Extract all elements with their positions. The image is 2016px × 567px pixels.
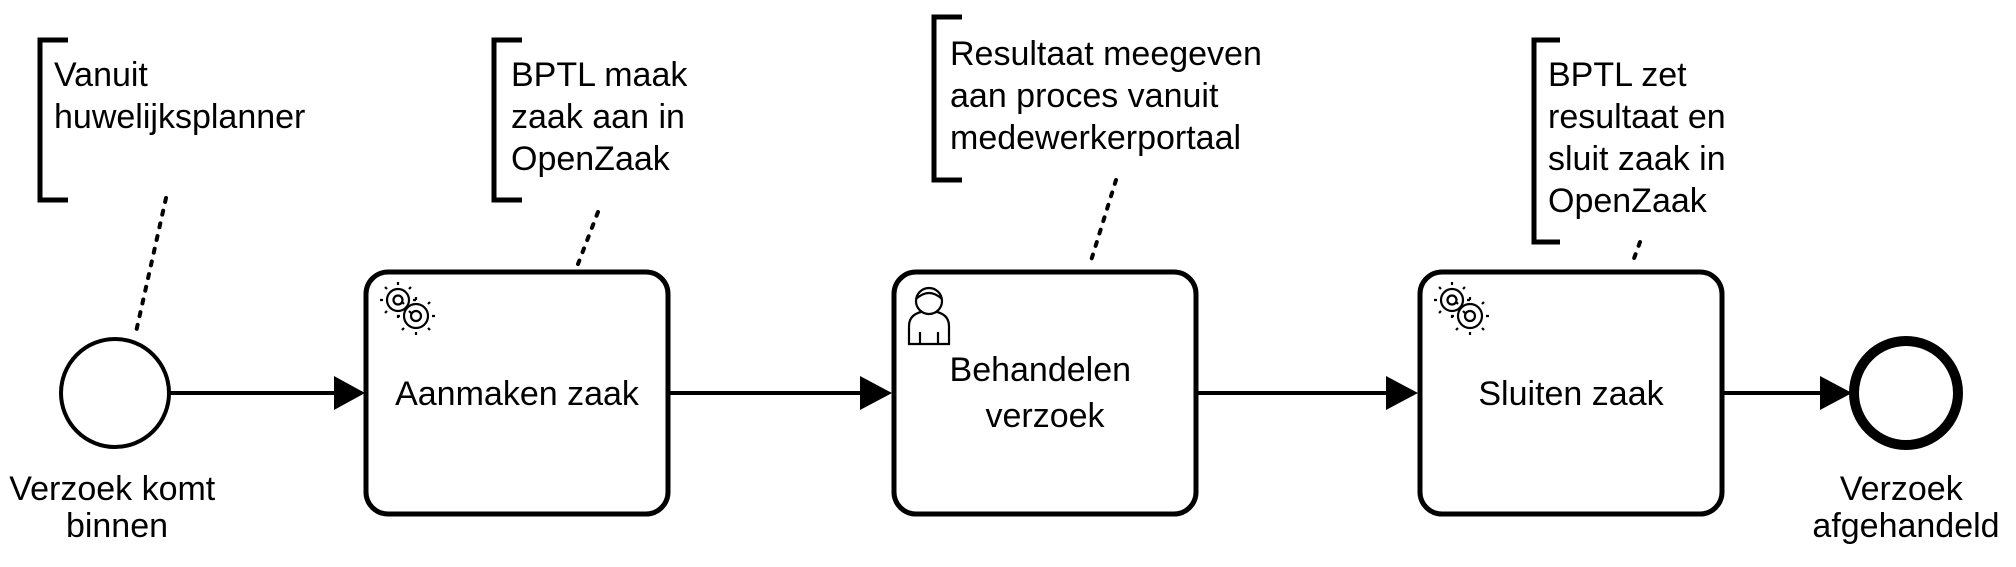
label-line: Sluiten zaak: [1478, 375, 1664, 413]
task-label: Sluiten zaak: [1478, 375, 1664, 413]
label-line: Aanmaken zaak: [395, 375, 640, 413]
start-event-label: Verzoek komt binnen: [9, 470, 224, 545]
flow-arrowhead: [334, 376, 365, 410]
annotation-text: Resultaat meegeven aan proces vanuit med…: [950, 35, 1271, 157]
task-behandelen-verzoek[interactable]: Behandelen verzoek: [891, 269, 1199, 517]
label-line: Verzoek: [1840, 470, 1964, 508]
text-annotation[interactable]: Vanuit huwelijksplanner: [37, 37, 305, 203]
annotation-line: Vanuit: [54, 56, 148, 94]
end-event-label: Verzoek afgehandeld: [1812, 470, 1999, 545]
annotation-line: Resultaat meegeven: [950, 35, 1262, 73]
task-label: Behandelen verzoek: [950, 351, 1141, 435]
label-line: verzoek: [985, 397, 1105, 435]
gear-icon: [380, 282, 435, 335]
annotation-line: OpenZaak: [511, 140, 671, 178]
association[interactable]: [1088, 178, 1118, 266]
flow-arrowhead: [1820, 376, 1852, 410]
annotation-line: aan proces vanuit: [950, 77, 1219, 115]
annotation-bracket: [931, 14, 962, 183]
user-icon: [907, 286, 951, 346]
annotation-line: OpenZaak: [1548, 182, 1708, 220]
label-line: Verzoek komt: [9, 470, 216, 508]
association[interactable]: [576, 210, 600, 266]
gear-icon: [1434, 282, 1489, 335]
task-label: Aanmaken zaak: [395, 375, 640, 413]
annotation-line: BPTL maak: [511, 56, 688, 94]
annotation-bracket: [1531, 37, 1560, 245]
label-line: binnen: [66, 507, 168, 545]
annotation-bracket: [491, 37, 522, 203]
annotation-text: BPTL zet resultaat en sluit zaak in Open…: [1548, 56, 1735, 220]
annotation-line: resultaat en: [1548, 98, 1726, 136]
text-annotation[interactable]: BPTL maak zaak aan in OpenZaak: [491, 37, 697, 203]
association[interactable]: [134, 196, 168, 334]
annotation-line: zaak aan in: [511, 98, 685, 136]
annotation-bracket: [37, 37, 68, 203]
text-annotation[interactable]: Resultaat meegeven aan proces vanuit med…: [931, 14, 1271, 183]
annotation-text: Vanuit huwelijksplanner: [54, 56, 305, 136]
text-annotation[interactable]: BPTL zet resultaat en sluit zaak in Open…: [1531, 37, 1735, 245]
annotation-text: BPTL maak zaak aan in OpenZaak: [511, 56, 697, 178]
annotation-line: huwelijksplanner: [54, 98, 305, 136]
task-aanmaken-zaak[interactable]: Aanmaken zaak: [363, 269, 671, 517]
start-event[interactable]: [59, 337, 171, 449]
flow-arrowhead: [860, 376, 892, 410]
sequence-flows: [170, 376, 1852, 410]
end-event[interactable]: [1849, 336, 1963, 450]
association[interactable]: [1630, 240, 1642, 266]
annotation-line: medewerkerportaal: [950, 119, 1241, 157]
label-line: Behandelen: [950, 351, 1132, 389]
flow-arrowhead: [1386, 376, 1418, 410]
annotation-line: BPTL zet: [1548, 56, 1687, 94]
task-sluiten-zaak[interactable]: Sluiten zaak: [1417, 269, 1725, 517]
annotation-line: sluit zaak in: [1548, 140, 1726, 178]
associations: [134, 178, 1642, 334]
label-line: afgehandeld: [1812, 507, 1999, 545]
